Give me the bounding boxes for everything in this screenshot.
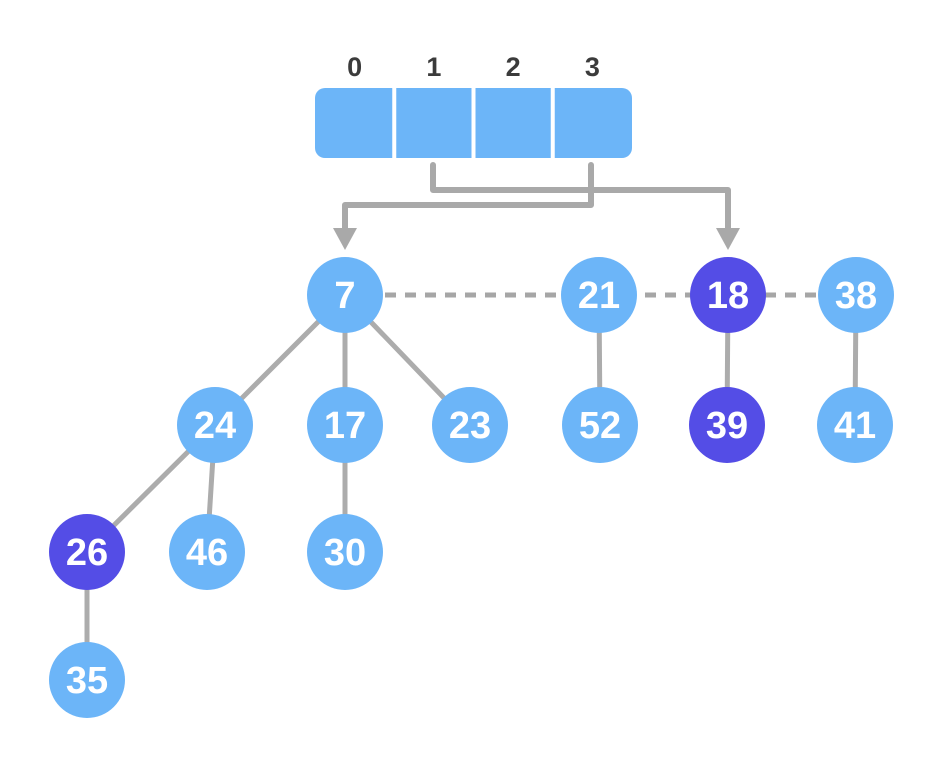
node-value-35: 35	[66, 660, 108, 702]
tree-node-39: 39	[689, 387, 765, 463]
tree-node-21: 21	[561, 257, 637, 333]
node-value-21: 21	[578, 275, 620, 317]
tree-node-18: 18	[690, 257, 766, 333]
node-circle-39	[689, 387, 765, 463]
node-circle-17	[307, 387, 383, 463]
node-circle-46	[169, 514, 245, 590]
node-value-23: 23	[449, 405, 491, 447]
node-circle-7	[307, 257, 383, 333]
node-value-17: 17	[324, 405, 366, 447]
node-value-24: 24	[194, 405, 236, 447]
array-index-label-3: 3	[585, 52, 600, 82]
node-circle-38	[818, 257, 894, 333]
node-circle-52	[562, 387, 638, 463]
node-circle-26	[49, 514, 125, 590]
node-value-26: 26	[66, 532, 108, 574]
pointer-arrow-cell1-to-node18	[430, 162, 731, 231]
tree-node-52: 52	[562, 387, 638, 463]
tree-node-17: 17	[307, 387, 383, 463]
node-value-39: 39	[706, 405, 748, 447]
tree-node-38: 38	[818, 257, 894, 333]
node-circle-30	[307, 514, 383, 590]
node-value-7: 7	[334, 275, 355, 317]
node-value-38: 38	[835, 275, 877, 317]
node-value-46: 46	[186, 532, 228, 574]
pointer-arrow-cell3-to-node7-head	[333, 228, 357, 250]
node-value-41: 41	[834, 405, 876, 447]
node-circle-24	[177, 387, 253, 463]
tree-node-41: 41	[817, 387, 893, 463]
tree-node-46: 46	[169, 514, 245, 590]
tree-node-26: 26	[49, 514, 125, 590]
node-circle-18	[690, 257, 766, 333]
node-value-30: 30	[324, 532, 366, 574]
tree-node-23: 23	[432, 387, 508, 463]
pointer-arrow-cell1-to-node18-head	[716, 228, 740, 250]
tree-node-7: 7	[307, 257, 383, 333]
node-value-52: 52	[579, 405, 621, 447]
array-index-label-1: 1	[426, 52, 441, 82]
pointer-arrow-cell3-to-node7	[342, 162, 594, 231]
tree-node-24: 24	[177, 387, 253, 463]
node-circle-41	[817, 387, 893, 463]
tree-node-35: 35	[49, 642, 125, 718]
array-index-label-0: 0	[347, 52, 362, 82]
tree-node-30: 30	[307, 514, 383, 590]
node-circle-21	[561, 257, 637, 333]
node-circle-23	[432, 387, 508, 463]
node-circle-35	[49, 642, 125, 718]
node-value-18: 18	[707, 275, 749, 317]
array-index-label-2: 2	[506, 52, 521, 82]
